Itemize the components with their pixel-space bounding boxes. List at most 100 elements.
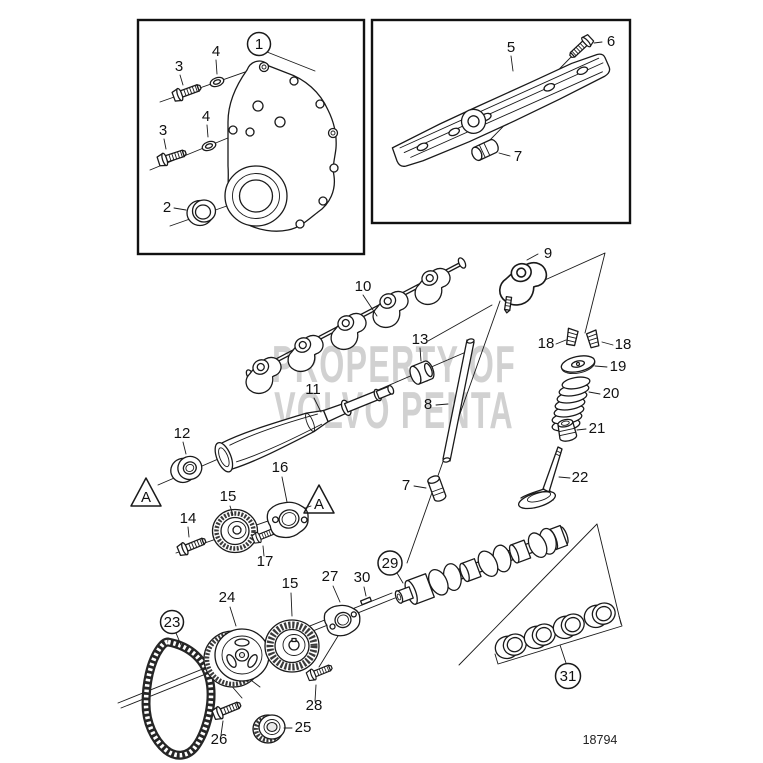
part-15-gear-lower (264, 619, 320, 673)
callout-1: 1 (246, 31, 316, 72)
callout-8-label: 8 (424, 396, 432, 413)
main-diagram: 10 9 18 18 19 20 21 22 (117, 245, 632, 760)
callout-15b: 15 (282, 575, 299, 617)
part-21-valve-stem-seal (557, 418, 578, 442)
callout-16-label: 16 (272, 459, 289, 476)
inset-border (370, 18, 632, 225)
callout-4a: 4 (212, 43, 220, 75)
reference-marker-a1: A (130, 477, 162, 507)
callout-3a-label: 3 (175, 58, 183, 75)
callout-21-label: 21 (589, 420, 606, 437)
callout-25: 25 (283, 719, 312, 736)
callout-9: 9 (526, 245, 552, 262)
callout-26: 26 (211, 720, 228, 748)
inset-border (136, 18, 366, 256)
callout-3b: 3 (159, 122, 167, 150)
part-12-bearing (170, 455, 203, 484)
callout-7-inset: 7 (498, 148, 522, 165)
reference-marker-a2-label: A (314, 496, 324, 513)
part-10-rocker-shaft-assembly (238, 257, 467, 399)
part-31-bearing-set (491, 598, 623, 665)
callout-24: 24 (219, 589, 237, 627)
callout-18a: 18 (538, 335, 567, 352)
part-15-gear-upper (211, 508, 259, 554)
callout-7-inset-label: 7 (514, 148, 522, 165)
callout-24-label: 24 (219, 589, 236, 606)
callout-2-label: 2 (163, 199, 171, 216)
figure-number: 18794 (583, 733, 618, 747)
callout-19: 19 (594, 358, 627, 375)
callout-14: 14 (180, 510, 197, 538)
callout-25-label: 25 (295, 719, 312, 736)
callout-30: 30 (354, 569, 371, 597)
part-27-flange (323, 604, 361, 637)
inset-rocker-pipe: 5 6 7 (370, 18, 632, 225)
reference-marker-a2: A (303, 484, 335, 514)
part-2-seal (186, 199, 217, 227)
part-29-camshaft (394, 524, 569, 605)
callout-20-label: 20 (603, 385, 620, 402)
callout-4a-label: 4 (212, 43, 220, 60)
bearing-set-leaders (458, 523, 622, 666)
part-18-valve-keepers (566, 327, 600, 349)
callout-1-label: 1 (255, 36, 263, 53)
part-24-camshaft-sprocket (203, 628, 270, 688)
part-13-bushing (409, 360, 435, 385)
callout-18b: 18 (601, 336, 632, 353)
callout-10-label: 10 (355, 278, 372, 295)
callout-22: 22 (558, 469, 589, 486)
callout-16: 16 (272, 459, 289, 503)
callout-13: 13 (412, 331, 429, 362)
part-11-shaft (214, 384, 395, 473)
part-9-rocker-arm (492, 256, 554, 314)
callout-17-label: 17 (257, 553, 274, 570)
part-19-spring-retainer (560, 355, 596, 375)
callout-2: 2 (163, 199, 187, 216)
callout-10: 10 (355, 278, 378, 317)
callout-30-label: 30 (354, 569, 371, 586)
callout-19-label: 19 (610, 358, 627, 375)
callout-31: 31 (554, 662, 582, 690)
part-7-spacer (471, 138, 499, 162)
callout-14-label: 14 (180, 510, 197, 527)
callout-3a: 3 (175, 58, 184, 86)
reference-marker-a1-label: A (141, 489, 151, 506)
bracket-line (494, 615, 623, 665)
callout-29: 29 (377, 550, 404, 584)
callout-13-label: 13 (412, 331, 429, 348)
part-timing-cover (224, 60, 339, 232)
callout-12: 12 (174, 425, 190, 455)
part-7-valve-lifter (427, 475, 447, 502)
callout-11: 11 (305, 381, 322, 413)
callout-20: 20 (588, 385, 620, 402)
callout-29-label: 29 (382, 555, 399, 572)
callout-22-label: 22 (572, 469, 589, 486)
callout-15b-label: 15 (282, 575, 299, 592)
callout-15a-label: 15 (220, 488, 237, 505)
part-16-plate (266, 501, 309, 539)
callout-31-label: 31 (560, 668, 577, 685)
callout-18a-label: 18 (538, 335, 555, 352)
callout-8: 8 (424, 396, 449, 413)
callout-5-label: 5 (507, 39, 515, 56)
part-23-timing-chain (141, 637, 216, 760)
callout-5: 5 (507, 39, 515, 72)
callout-9-label: 9 (544, 245, 552, 262)
callout-4b: 4 (202, 108, 210, 138)
callout-6-label: 6 (607, 33, 615, 50)
part-5-rocker-shaft (391, 53, 611, 167)
callout-18b-label: 18 (615, 336, 632, 353)
callout-26-label: 26 (211, 731, 228, 748)
part-30-key (359, 596, 373, 606)
callout-15a: 15 (220, 488, 237, 516)
callout-11-label: 11 (305, 381, 321, 398)
callout-17: 17 (257, 545, 274, 570)
part-22-valve (517, 446, 563, 510)
callout-27-label: 27 (322, 568, 339, 585)
callout-3b-label: 3 (159, 122, 167, 139)
callout-28-label: 28 (306, 697, 323, 714)
callout-7-main: 7 (402, 477, 427, 494)
